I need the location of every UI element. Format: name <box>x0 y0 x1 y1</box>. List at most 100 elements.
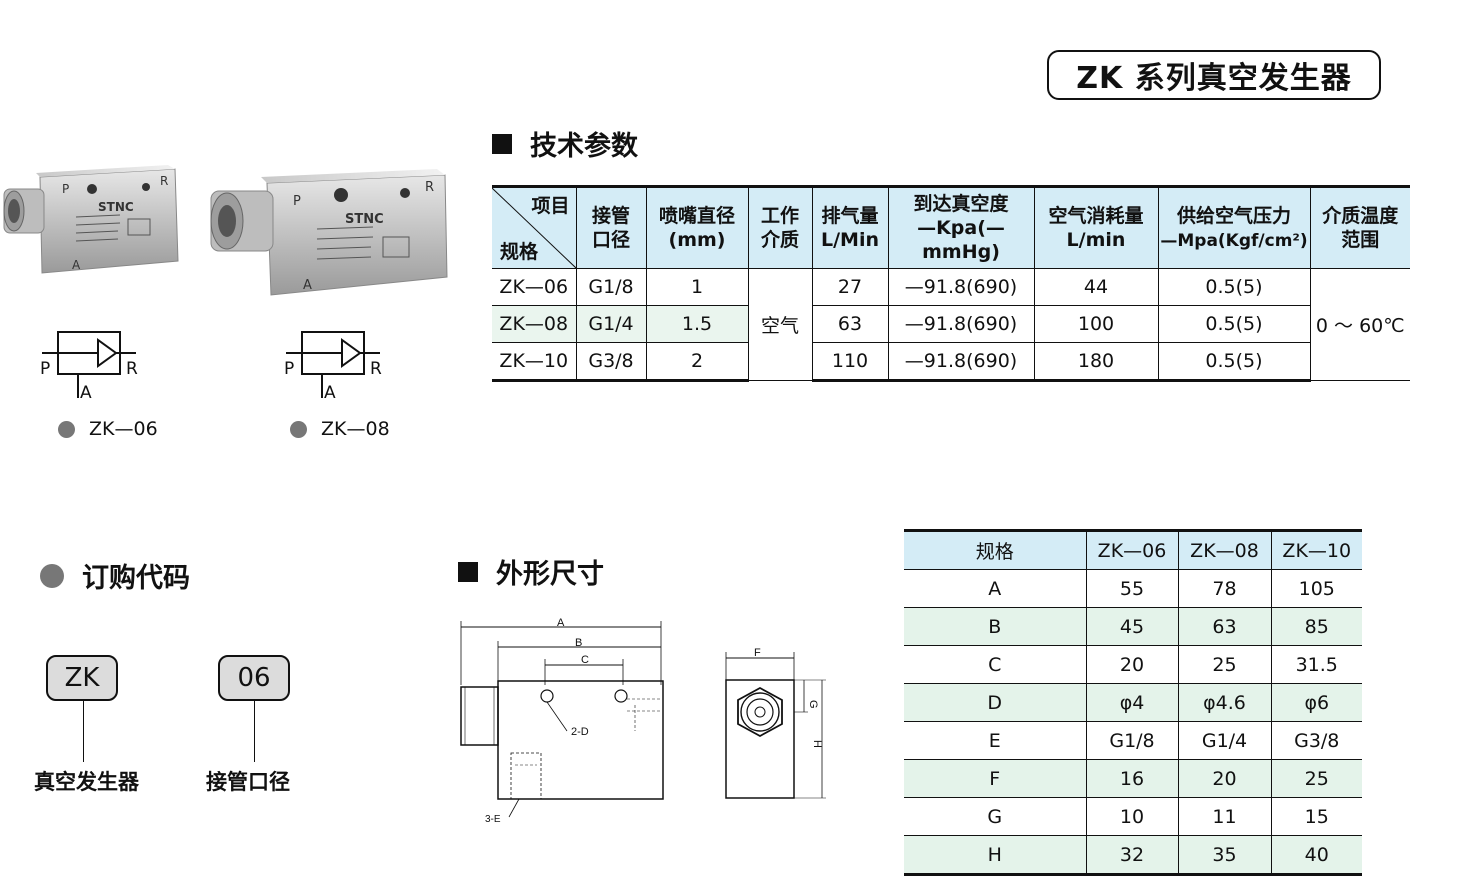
cell-nozzle: 1.5 <box>645 305 749 343</box>
cell-consumption: 44 <box>1033 268 1159 306</box>
svg-text:A: A <box>80 383 92 400</box>
cell-flow: 27 <box>811 268 889 306</box>
header-pressure: 供给空气压力—Mpa(Kgf/cm²) <box>1157 185 1311 269</box>
side-view-drawing: F G H <box>725 647 826 799</box>
cell-port: G3/8 <box>575 342 647 382</box>
zk06-caption-text: ZK—06 <box>89 418 158 440</box>
cell-vacuum: —91.8(690) <box>887 342 1035 382</box>
dot-bullet-icon <box>58 420 75 438</box>
dot-bullet-icon <box>290 420 307 438</box>
svg-text:A: A <box>324 383 336 400</box>
front-view-drawing: A B C 2-D 3-E <box>460 617 664 825</box>
corner-header: 项目 规格 <box>492 185 577 269</box>
svg-text:P: P <box>62 182 69 196</box>
cell-pressure: 0.5(5) <box>1157 268 1311 306</box>
header-nozzle: 喷嘴直径(mm) <box>645 185 749 269</box>
svg-text:A: A <box>72 258 81 272</box>
header-port: 接管口径 <box>575 185 647 269</box>
order-code-port-label: 接管口径 <box>206 770 290 794</box>
cell-nozzle: 1 <box>645 268 749 306</box>
svg-text:P: P <box>293 194 301 209</box>
svg-text:P: P <box>284 359 294 379</box>
cell-model: ZK—06 <box>492 268 577 306</box>
zk08-caption: ZK—08 <box>290 418 390 440</box>
cell-flow: 110 <box>811 342 889 382</box>
cell-vacuum: —91.8(690) <box>887 268 1035 306</box>
dim-label-c: C <box>581 654 589 666</box>
dim-label-e: 3-E <box>485 814 501 825</box>
dim-header-zk06: ZK—06 <box>1085 529 1179 570</box>
zk06-schematic-symbol: P R A <box>40 331 138 400</box>
table-row: ZK—06 G1/8 1 空气 27 —91.8(690) 44 0.5(5) … <box>492 268 1410 381</box>
order-section-heading: 订购代码 <box>40 556 190 595</box>
svg-text:R: R <box>425 180 434 195</box>
dim-label-a: A <box>557 617 565 629</box>
cell-port: G1/4 <box>575 305 647 343</box>
tech-section-title: 技术参数 <box>530 131 638 162</box>
dim-label-g: G <box>807 700 819 709</box>
table-row: ZK—08 G1/4 1.5 63 —91.8(690) 100 0.5(5) <box>492 305 1410 343</box>
cell-medium: 空气 <box>747 268 813 381</box>
square-bullet-icon <box>458 561 478 582</box>
cell-model: ZK—08 <box>492 305 577 343</box>
dim-label-h: H <box>811 740 823 748</box>
zk06-caption: ZK—06 <box>58 418 158 440</box>
order-section-title: 订购代码 <box>82 563 190 594</box>
table-row: ZK—10 G3/8 2 110 —91.8(690) 180 0.5(5) <box>492 342 1410 382</box>
zk08-schematic-symbol: P R A <box>284 331 382 400</box>
dim-label-f: F <box>754 647 761 659</box>
zk08-caption-text: ZK—08 <box>321 418 390 440</box>
svg-text:A: A <box>303 278 312 293</box>
cell-vacuum: —91.8(690) <box>887 305 1035 343</box>
dot-bullet-icon <box>40 563 64 588</box>
corner-header-top: 项目 <box>531 195 570 217</box>
dim-header-spec: 规格 <box>904 529 1087 570</box>
square-bullet-icon <box>492 133 512 154</box>
page-title: ZK 系列真空发生器 <box>1047 50 1381 100</box>
order-code-port-box: 06 <box>218 655 290 701</box>
cell-consumption: 100 <box>1033 305 1159 343</box>
cell-port: G1/8 <box>575 268 647 306</box>
zk06-product-image: P R A STNC <box>3 165 179 274</box>
cell-nozzle: 2 <box>645 342 749 382</box>
svg-text:R: R <box>370 359 382 379</box>
order-code-leader-line <box>83 701 84 762</box>
order-code-series-box: ZK <box>46 655 118 701</box>
order-code-leader-line <box>254 701 255 762</box>
cell-consumption: 180 <box>1033 342 1159 382</box>
cell-pressure: 0.5(5) <box>1157 305 1310 343</box>
dim-header-zk08: ZK—08 <box>1177 529 1272 570</box>
cell-model: ZK—10 <box>492 342 577 382</box>
header-vacuum: 到达真空度—Kpa(—mmHg) <box>887 185 1035 269</box>
header-temperature: 介质温度范围 <box>1309 185 1410 269</box>
cell-flow: 63 <box>811 305 889 343</box>
dims-section-heading: 外形尺寸 <box>458 552 604 591</box>
dim-header-zk10: ZK—10 <box>1270 529 1362 570</box>
cell-pressure: 0.5(5) <box>1157 342 1310 382</box>
dim-label-d: 2-D <box>571 726 589 738</box>
svg-text:STNC: STNC <box>345 212 384 227</box>
dims-section-title: 外形尺寸 <box>496 559 604 590</box>
tech-section-heading: 技术参数 <box>492 124 638 163</box>
dim-label-b: B <box>575 637 582 649</box>
svg-text:STNC: STNC <box>98 200 134 214</box>
header-medium: 工作介质 <box>747 185 813 269</box>
order-code-series-label: 真空发生器 <box>34 770 139 794</box>
svg-text:P: P <box>40 359 50 379</box>
svg-text:R: R <box>160 174 168 188</box>
zk08-product-image: P R A STNC <box>210 169 448 296</box>
corner-header-bottom: 规格 <box>500 241 539 263</box>
cell-temperature: 0 ～ 60℃ <box>1309 268 1410 381</box>
